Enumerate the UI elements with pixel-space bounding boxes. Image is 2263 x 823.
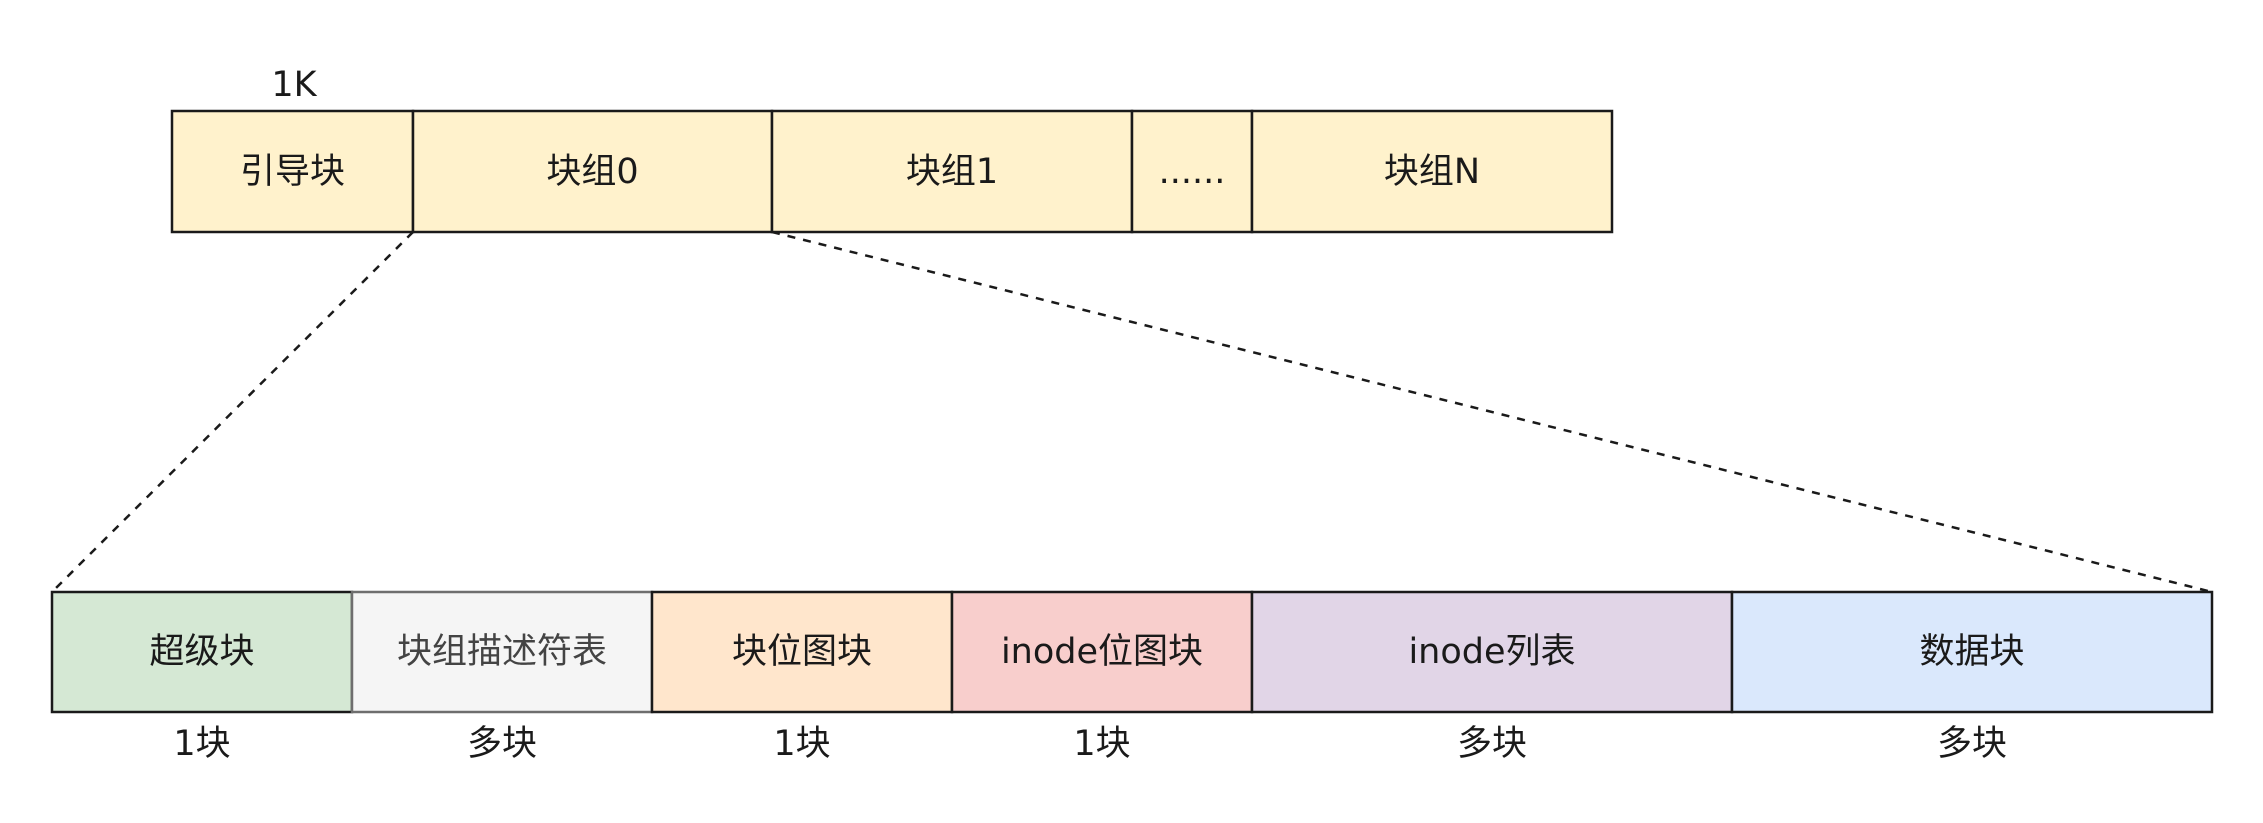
detail-cell-superblock-box (50, 590, 354, 714)
detail-cell-block-bitmap-label: 块位图块 (732, 632, 872, 672)
detail-cell-inode-bitmap-count: 1块 (1073, 724, 1130, 764)
detail-cell-block-bitmap-box (650, 590, 954, 714)
top-cell-block-group-n: 块组N (1250, 109, 1614, 234)
top-cell-block-group-1-box (770, 109, 1134, 234)
detail-cell-group-descriptor-table-count: 多块 (467, 724, 537, 764)
expansion-line-right (771, 230, 2213, 594)
top-cell-boot-block-label: 引导块 (240, 152, 345, 192)
detail-cell-inode-bitmap-box (950, 590, 1254, 714)
detail-cell-superblock-label: 超级块 (149, 632, 254, 672)
detail-cell-data-blocks-box (1730, 590, 2214, 714)
detail-cell-data-blocks-label: 数据块 (1919, 632, 2024, 672)
top-cell-ellipsis-label: ...... (1159, 152, 1226, 192)
top-cell-boot-block: 引导块 (170, 109, 415, 234)
detail-cell-data-blocks: 数据块 多块 (1730, 590, 2214, 764)
detail-cell-superblock: 超级块 1块 (50, 590, 354, 764)
detail-cell-block-bitmap-count: 1块 (773, 724, 830, 764)
detail-cell-group-descriptor-table-label: 块组描述符表 (397, 632, 607, 672)
detail-cell-superblock-count: 1块 (173, 724, 230, 764)
size-label: 1K (271, 65, 317, 105)
detail-cell-inode-table-label: inode列表 (1408, 632, 1575, 672)
top-cell-block-group-1-label: 块组1 (906, 152, 998, 192)
detail-cell-data-blocks-count: 多块 (1937, 724, 2007, 764)
detail-cell-inode-table: inode列表 多块 (1250, 590, 1734, 764)
top-cell-block-group-0-label: 块组0 (546, 152, 638, 192)
detail-cell-inode-table-count: 多块 (1457, 724, 1527, 764)
detail-cell-inode-bitmap: inode位图块 1块 (950, 590, 1254, 764)
top-cell-block-group-0-box (411, 109, 774, 234)
detail-cell-inode-table-box (1250, 590, 1734, 714)
top-cell-ellipsis: ...... (1130, 109, 1254, 234)
detail-cell-group-descriptor-table-box (350, 590, 654, 714)
top-cell-boot-block-box (170, 109, 415, 234)
top-cell-block-group-n-label: 块组N (1384, 152, 1480, 192)
top-cell-block-group-1: 块组1 (770, 109, 1134, 234)
top-cell-block-group-n-box (1250, 109, 1614, 234)
top-cell-block-group-0: 块组0 (411, 109, 774, 234)
expansion-line-left (51, 231, 414, 593)
detail-cell-group-descriptor-table: 块组描述符表 多块 (350, 590, 654, 764)
detail-cell-inode-bitmap-label: inode位图块 (1001, 632, 1203, 672)
detail-cell-block-bitmap: 块位图块 1块 (650, 590, 954, 764)
